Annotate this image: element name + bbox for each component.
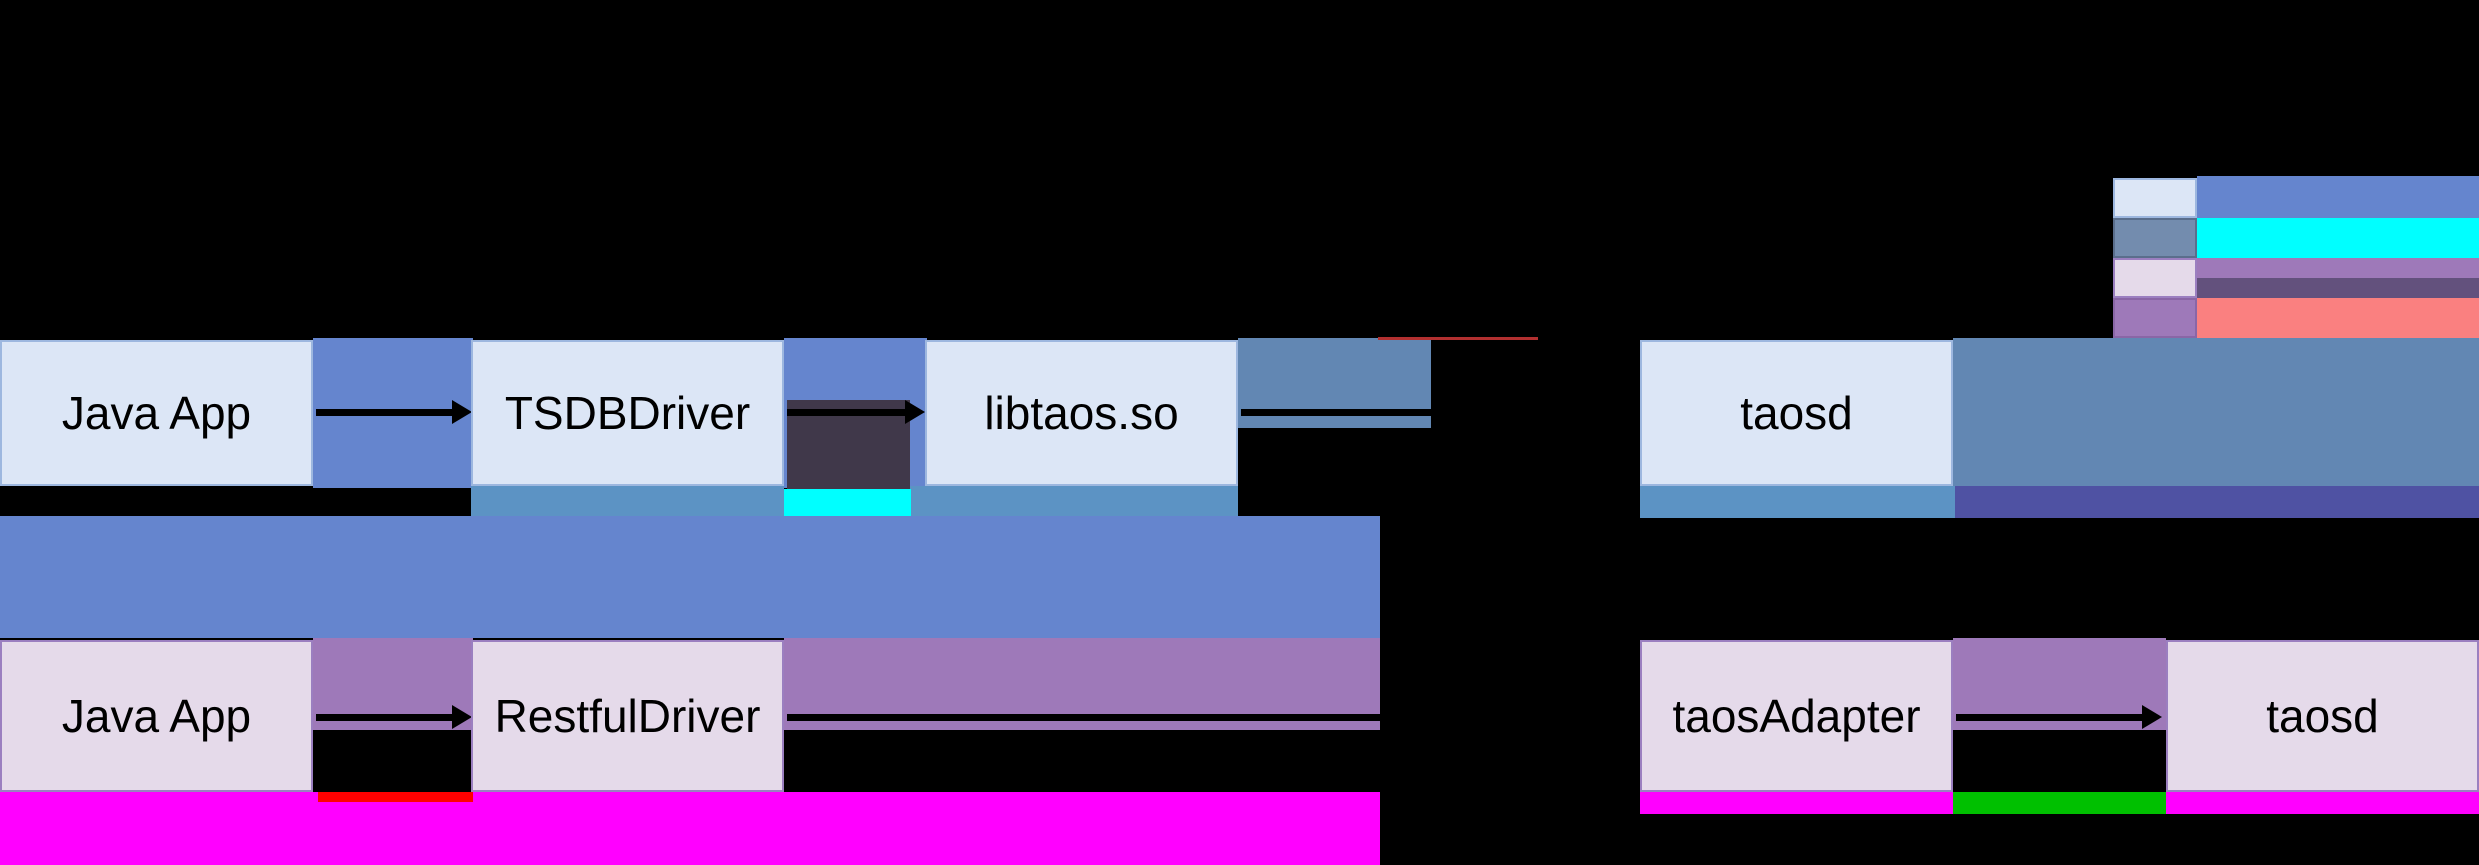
band-magenta-adapter xyxy=(1640,792,1953,814)
arrow-taosadapter-to-taosd xyxy=(1956,714,2146,721)
node-label: Java App xyxy=(61,690,252,742)
legend-swatch-2 xyxy=(2113,218,2197,258)
band-magenta-taosd-rest xyxy=(2166,792,2479,814)
band-magenta-bottom-left xyxy=(0,792,1380,865)
node-libtaos[interactable]: libtaos.so xyxy=(925,340,1238,486)
node-label: taosd xyxy=(2266,690,2379,742)
band-steel-strip-mid xyxy=(910,486,1238,518)
band-green-adapter-gap xyxy=(1953,792,2166,814)
band-cornflower-midsection xyxy=(0,516,1380,638)
band-steel-top-right-b xyxy=(1953,338,2479,488)
node-label: taosd xyxy=(1740,387,1853,439)
band-indigo-strip-taosd xyxy=(1955,486,2479,518)
legend-swatch-3 xyxy=(2113,258,2197,298)
node-restfuldriver[interactable]: RestfulDriver xyxy=(471,640,784,792)
legend-swatch-4 xyxy=(2113,298,2197,338)
legend-band-3 xyxy=(2197,258,2479,278)
band-red-rule-top xyxy=(1378,337,1538,340)
node-taosd-native[interactable]: taosd xyxy=(1640,340,1953,486)
band-red-restful-gap xyxy=(318,792,473,802)
node-java-app-rest[interactable]: Java App xyxy=(0,640,313,792)
band-steel-strip-left xyxy=(471,486,784,518)
arrow-head-javaapp-to-restfuldriver xyxy=(452,705,472,729)
node-java-app-native[interactable]: Java App xyxy=(0,340,313,486)
node-label: taosAdapter xyxy=(1672,690,1921,742)
arrow-head-taosadapter-to-taosd xyxy=(2142,705,2162,729)
band-steel-strip-taosd xyxy=(1640,486,1955,518)
legend-band-2 xyxy=(2197,218,2479,258)
arrow-tsdbdriver-to-libtaos xyxy=(787,409,909,416)
legend-swatch-1 xyxy=(2113,178,2197,218)
arrow-head-javaapp-to-tsdbdriver xyxy=(452,400,472,424)
arrow-head-libtaos-to-taosd xyxy=(1620,400,1640,424)
node-label: Java App xyxy=(61,387,252,439)
arrow-javaapp-to-tsdbdriver xyxy=(316,409,456,416)
legend-band-1 xyxy=(2197,176,2479,220)
node-label: TSDBDriver xyxy=(504,387,751,439)
legend-band-3b xyxy=(2197,278,2479,298)
node-label: RestfulDriver xyxy=(494,690,761,742)
node-label: libtaos.so xyxy=(984,387,1179,439)
legend-band-4 xyxy=(2197,298,2479,338)
band-cyan-accent xyxy=(784,489,911,517)
legend xyxy=(2113,176,2479,338)
arrow-head-tsdbdriver-to-libtaos xyxy=(905,400,925,424)
arrow-libtaos-to-taosd xyxy=(1241,409,1626,416)
arrow-restfuldriver-to-taosadapter xyxy=(787,714,1627,721)
arrow-javaapp-to-restfuldriver xyxy=(316,714,456,721)
node-taosd-rest[interactable]: taosd xyxy=(2166,640,2479,792)
node-taosadapter[interactable]: taosAdapter xyxy=(1640,640,1953,792)
arrow-head-restfuldriver-to-taosadapter xyxy=(1620,705,1640,729)
node-tsdbdriver[interactable]: TSDBDriver xyxy=(471,340,784,486)
